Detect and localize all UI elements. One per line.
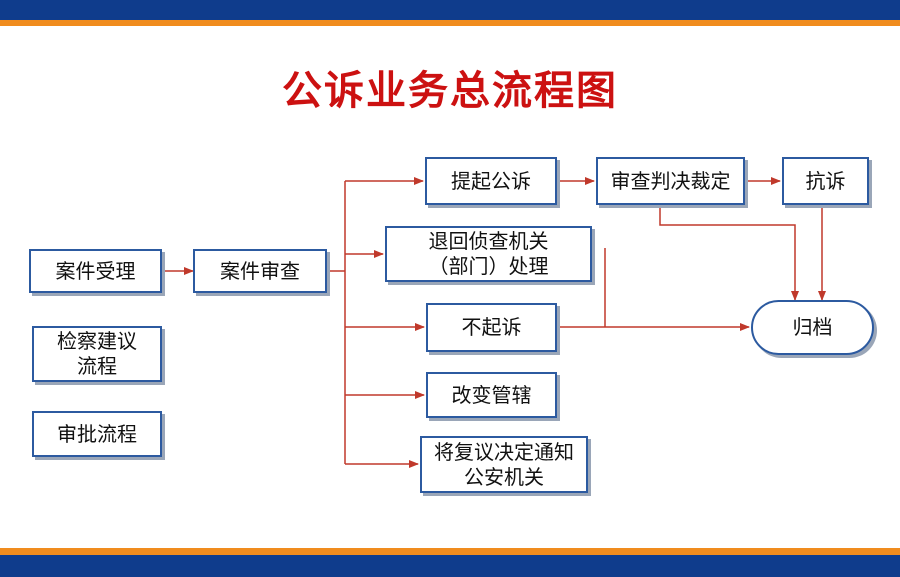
node-approval-process-label: 审批流程 bbox=[57, 421, 137, 446]
node-judgment-review: 审查判决裁定 bbox=[596, 157, 745, 205]
node-archive: 归档 bbox=[751, 300, 874, 355]
arrow-judgment-review-to-archive bbox=[659, 205, 799, 301]
node-return-investigation-label: 退回侦查机关 （部门）处理 bbox=[428, 229, 549, 278]
bottom-blue-bar bbox=[0, 555, 900, 577]
node-return-investigation: 退回侦查机关 （部门）处理 bbox=[385, 226, 592, 282]
node-change-jurisdiction-label: 改变管辖 bbox=[451, 382, 532, 407]
node-case-accept-label: 案件受理 bbox=[55, 258, 136, 283]
node-prosecute-label: 提起公诉 bbox=[451, 168, 531, 193]
node-notify-public-security-label: 将复议决定通知 公安机关 bbox=[434, 439, 574, 489]
node-protest: 抗诉 bbox=[782, 157, 869, 205]
top-orange-bar bbox=[0, 20, 900, 26]
node-no-prosecution-label: 不起诉 bbox=[461, 315, 522, 339]
node-case-review: 案件审查 bbox=[193, 249, 327, 293]
node-case-review-label: 案件审查 bbox=[220, 258, 300, 283]
node-prosecute: 提起公诉 bbox=[425, 157, 557, 205]
node-change-jurisdiction: 改变管辖 bbox=[426, 372, 557, 418]
node-approval-process: 审批流程 bbox=[32, 411, 162, 457]
node-protest-label: 抗诉 bbox=[805, 168, 846, 193]
node-case-accept: 案件受理 bbox=[29, 249, 162, 293]
node-archive-label: 归档 bbox=[792, 315, 833, 339]
page-title: 公诉业务总流程图 bbox=[282, 68, 618, 114]
bottom-orange-bar bbox=[0, 548, 900, 555]
node-suggestion-process: 检察建议 流程 bbox=[32, 326, 162, 382]
node-judgment-review-label: 审查判决裁定 bbox=[610, 168, 731, 193]
top-blue-bar bbox=[0, 0, 900, 20]
node-notify-public-security: 将复议决定通知 公安机关 bbox=[420, 436, 588, 493]
node-suggestion-process-label: 检察建议 流程 bbox=[57, 329, 137, 378]
node-no-prosecution: 不起诉 bbox=[426, 303, 557, 352]
